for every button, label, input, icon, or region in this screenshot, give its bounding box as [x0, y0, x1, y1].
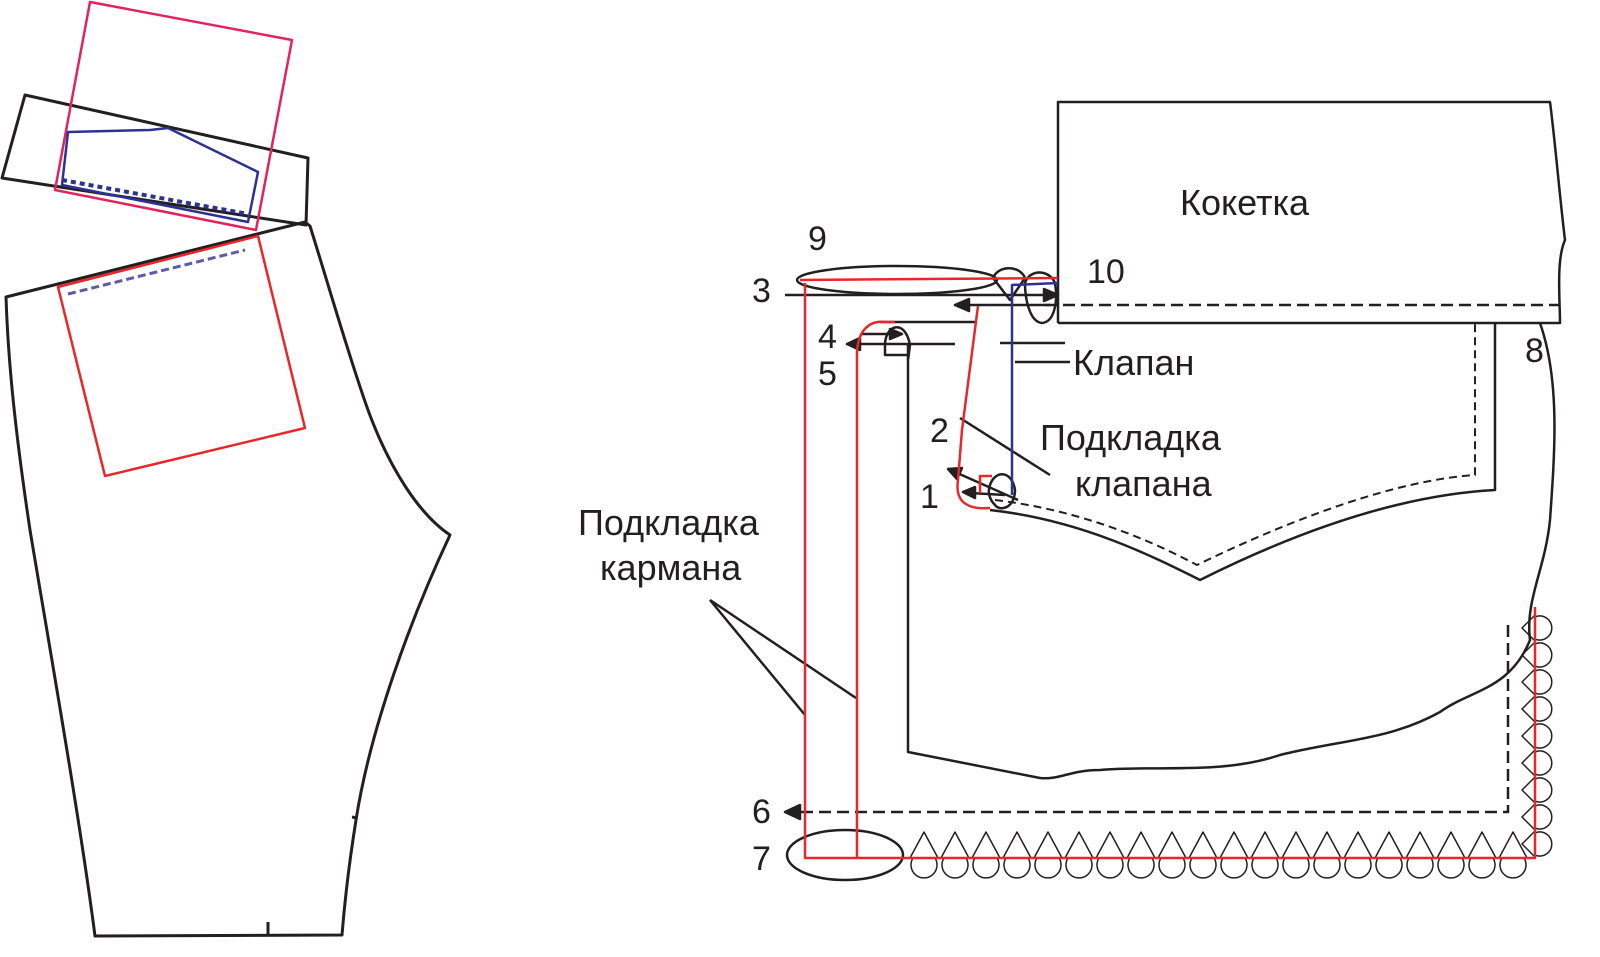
pocket-lining-outline-top — [53, 0, 294, 232]
pocket-stitch-line — [67, 248, 246, 296]
point-4: 4 — [818, 318, 837, 356]
yoke-detail — [1056, 100, 1567, 325]
label-pocket-lining-2: кармана — [600, 547, 742, 588]
label-flap-lining-1: Подкладка — [1040, 417, 1222, 458]
back-panel-detail — [906, 322, 1556, 780]
point-5: 5 — [818, 355, 837, 393]
trouser-front-pattern — [0, 93, 452, 938]
red-lining-lines — [799, 276, 1537, 860]
overlock-seam — [909, 614, 1553, 879]
point-6: 6 — [752, 793, 771, 831]
label-yoke: Кокетка — [1180, 182, 1310, 223]
loop-7 — [785, 828, 905, 882]
point-10: 10 — [1087, 253, 1125, 291]
point-1: 1 — [920, 478, 939, 516]
label-flap: Клапан — [1073, 342, 1194, 383]
label-flap-lining-2: клапана — [1075, 463, 1213, 504]
point-7: 7 — [752, 840, 771, 878]
yoke-piece — [0, 93, 310, 227]
flap-outline — [60, 126, 260, 224]
flap-stitch-line — [61, 178, 249, 216]
trouser-panel — [4, 220, 452, 938]
label-pocket-lining-1: Подкладка — [578, 502, 760, 543]
point-8: 8 — [1525, 332, 1544, 370]
flap-blue-line — [1010, 281, 1059, 495]
point-3: 3 — [752, 272, 771, 310]
point-2: 2 — [930, 412, 949, 450]
detail-view — [709, 100, 1567, 882]
pocket-outline — [989, 323, 1497, 582]
pocket-inner-stitch — [994, 323, 1476, 566]
point-9: 9 — [808, 220, 827, 258]
overlock-scallops — [909, 614, 1553, 879]
pocket-lining-outline-bottom — [56, 234, 307, 478]
